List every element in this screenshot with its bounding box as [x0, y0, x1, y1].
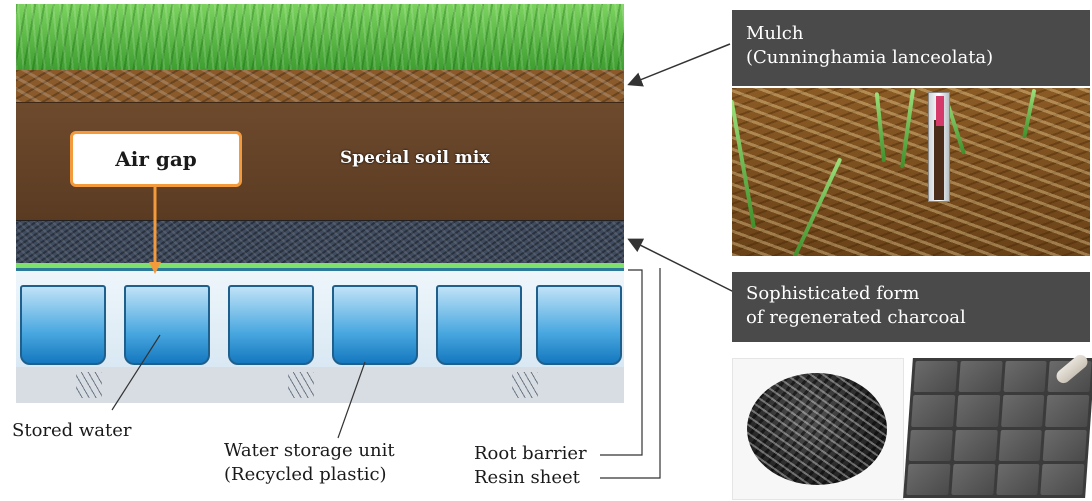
charcoal-mat	[958, 361, 1003, 393]
charcoal-mat	[953, 429, 998, 461]
charcoal-pile-photo	[732, 358, 904, 500]
grass-blade	[792, 157, 843, 256]
soil-label: Special soil mix	[340, 148, 490, 168]
charcoal-mat	[1045, 395, 1090, 427]
mulch-arrow	[627, 43, 731, 87]
air-gap-label-box: Air gap	[70, 131, 242, 187]
water-cell	[124, 285, 210, 365]
grass-blade	[732, 99, 756, 229]
stored-water-leader	[111, 334, 161, 411]
charcoal-mat	[911, 395, 956, 427]
air-gap-arrowhead	[149, 262, 161, 274]
storage-unit-label-line1: Water storage unit	[224, 440, 395, 461]
charcoal-mat	[955, 395, 1000, 427]
mulch-label-box: Mulch (Cunninghamia lanceolata)	[732, 10, 1090, 86]
mulch-photo	[732, 88, 1090, 256]
grass-blade	[874, 92, 886, 163]
hatch-mark	[512, 372, 538, 398]
charcoal-mat	[1002, 361, 1047, 393]
charcoal-arrow	[627, 238, 735, 293]
charcoal-label-line2: of regenerated charcoal	[746, 307, 966, 328]
charcoal-label-line1: Sophisticated form	[746, 283, 920, 304]
charcoal-mat	[995, 463, 1040, 495]
storage-unit-body	[16, 271, 624, 367]
charcoal-mat	[1042, 429, 1087, 461]
water-cell	[228, 285, 314, 365]
grass-layer	[16, 4, 624, 74]
water-cell	[436, 285, 522, 365]
charcoal-mat	[908, 429, 953, 461]
charcoal-mat	[906, 463, 951, 495]
charcoal-mat	[1040, 463, 1085, 495]
air-gap-label: Air gap	[115, 147, 197, 171]
mulch-label-line2: (Cunninghamia lanceolata)	[746, 47, 994, 68]
charcoal-pile	[747, 373, 887, 485]
root-barrier-leader	[600, 269, 643, 456]
storage-unit-label-line2: (Recycled plastic)	[224, 464, 387, 485]
charcoal-mat	[913, 361, 958, 393]
hatch-mark	[76, 372, 102, 398]
hatch-mark	[288, 372, 314, 398]
grass-blade	[900, 88, 916, 169]
grass-blade	[1022, 88, 1037, 139]
charcoal-mat	[951, 463, 996, 495]
charcoal-label-box: Sophisticated form of regenerated charco…	[732, 272, 1090, 342]
charcoal-mat	[1000, 395, 1045, 427]
mulch-label-line1: Mulch	[746, 23, 804, 44]
stored-water-label: Stored water	[12, 420, 132, 441]
soil-sensor-tag	[936, 96, 944, 126]
water-cell	[20, 285, 106, 365]
storage-unit-leader	[337, 361, 366, 439]
resin-sheet-label: Resin sheet	[474, 467, 580, 488]
resin-sheet-layer	[16, 268, 624, 271]
root-barrier-label: Root barrier	[474, 443, 587, 464]
root-barrier-layer	[16, 263, 624, 268]
charcoal-layer	[16, 220, 624, 263]
resin-sheet-leader	[600, 268, 661, 479]
water-cell	[332, 285, 418, 365]
water-cell	[536, 285, 622, 365]
mulch-layer	[16, 70, 624, 102]
charcoal-mat	[998, 429, 1043, 461]
soil-sensor-core	[934, 120, 944, 200]
